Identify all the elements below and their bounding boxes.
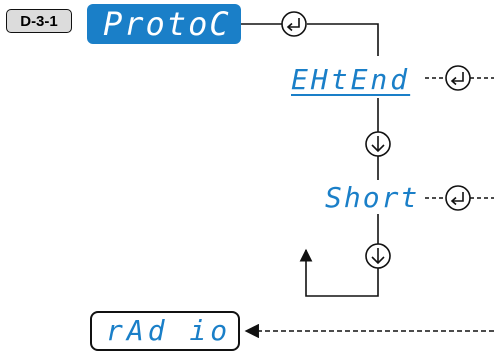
- menu-item-radio[interactable]: rAd io: [90, 311, 240, 351]
- menu-item-protoc[interactable]: ProtoC: [87, 4, 241, 44]
- section-badge: D-3-1: [6, 9, 72, 33]
- enter-key-icon[interactable]: [281, 11, 307, 37]
- down-key-icon[interactable]: [365, 131, 391, 157]
- option-extend[interactable]: EHtEnd: [291, 63, 411, 96]
- line-to-extend: [307, 23, 379, 56]
- option-short[interactable]: Short: [325, 181, 420, 214]
- line-loop-back: [299, 248, 379, 297]
- down-key-icon[interactable]: [365, 243, 391, 269]
- enter-key-icon[interactable]: [445, 185, 471, 211]
- enter-key-icon[interactable]: [445, 65, 471, 91]
